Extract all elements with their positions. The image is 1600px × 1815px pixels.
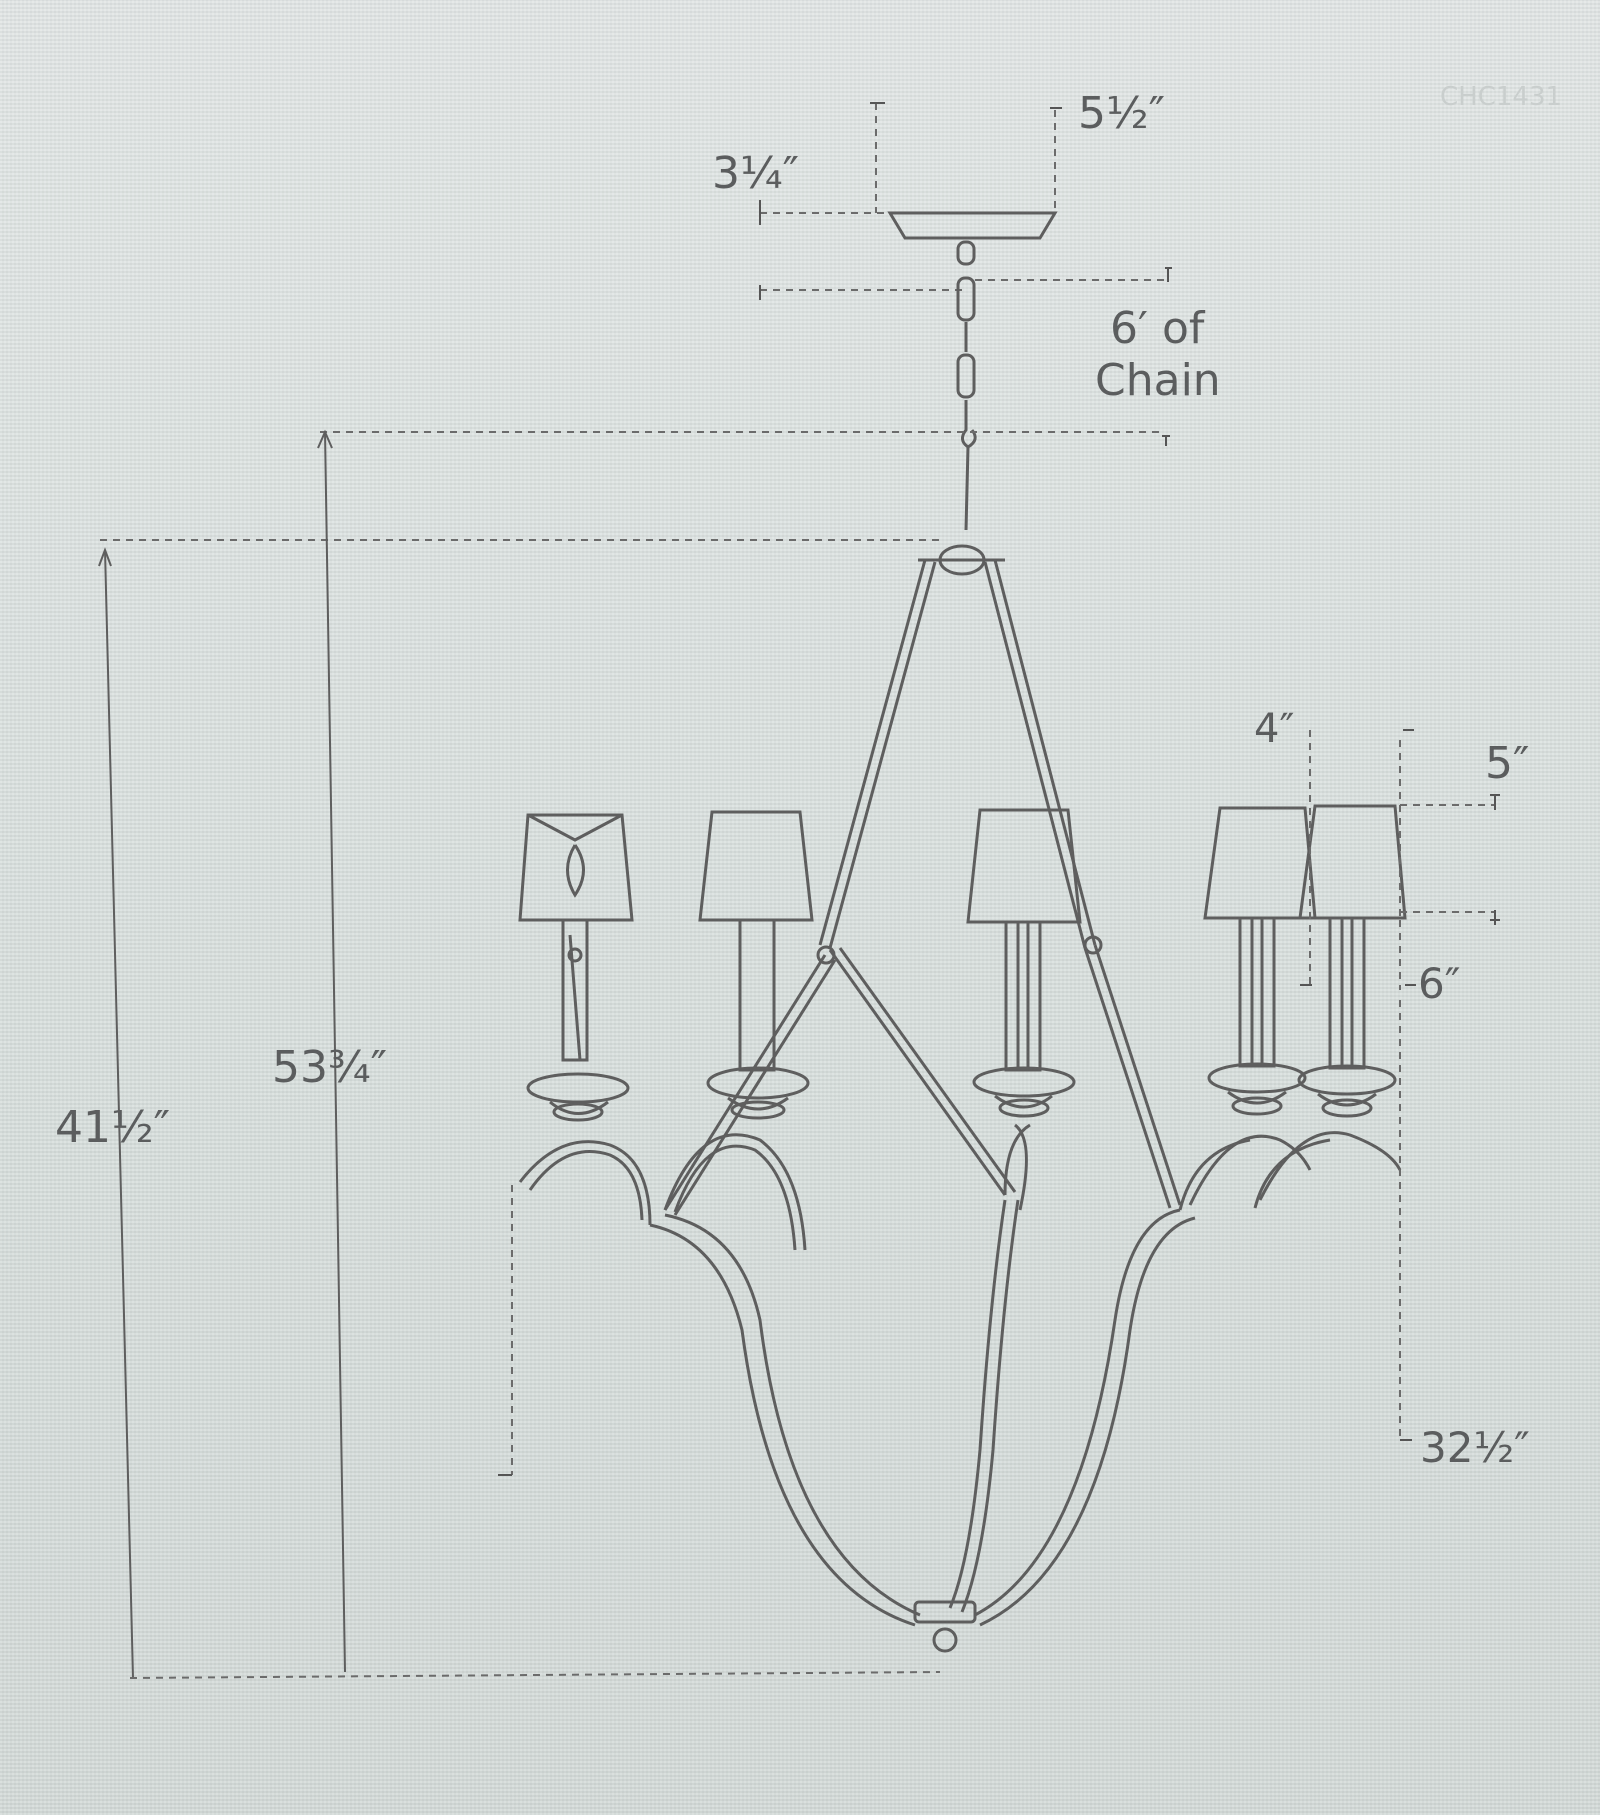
shade-top-label: 4″ (1254, 706, 1294, 752)
candle-arm-1 (518, 813, 634, 1122)
chandelier-frame (518, 544, 1402, 1653)
canopy (759, 102, 1062, 240)
width-dimension-lines (498, 1000, 1412, 1476)
overall-height-label: 53¾″ (272, 1042, 387, 1093)
canopy-width-label: 5½″ (1078, 88, 1165, 139)
chain-length-label: 6′ of (1110, 303, 1206, 354)
chain-label-line2: Chain (1095, 355, 1221, 406)
candle-arm-4 (1203, 806, 1317, 1116)
shade-dimension-lines (1300, 729, 1500, 990)
overall-height-dimension (317, 429, 346, 1673)
fixture-height-label: 41½″ (55, 1102, 170, 1153)
faint-product-code: CHC1431 (1440, 82, 1562, 112)
shade-bottom-label: 5″ (1485, 738, 1529, 789)
chain (759, 240, 1172, 531)
shade-height-label: 6″ (1418, 959, 1460, 1008)
canopy-height-label: 3¼″ (712, 148, 799, 199)
candle-arm-3 (966, 808, 1082, 1211)
candle-arm-5 (1297, 804, 1407, 1118)
fixture-height-dimension (98, 547, 134, 1679)
width-label: 32½″ (1420, 1423, 1530, 1472)
candle-arm-2 (698, 810, 814, 1120)
